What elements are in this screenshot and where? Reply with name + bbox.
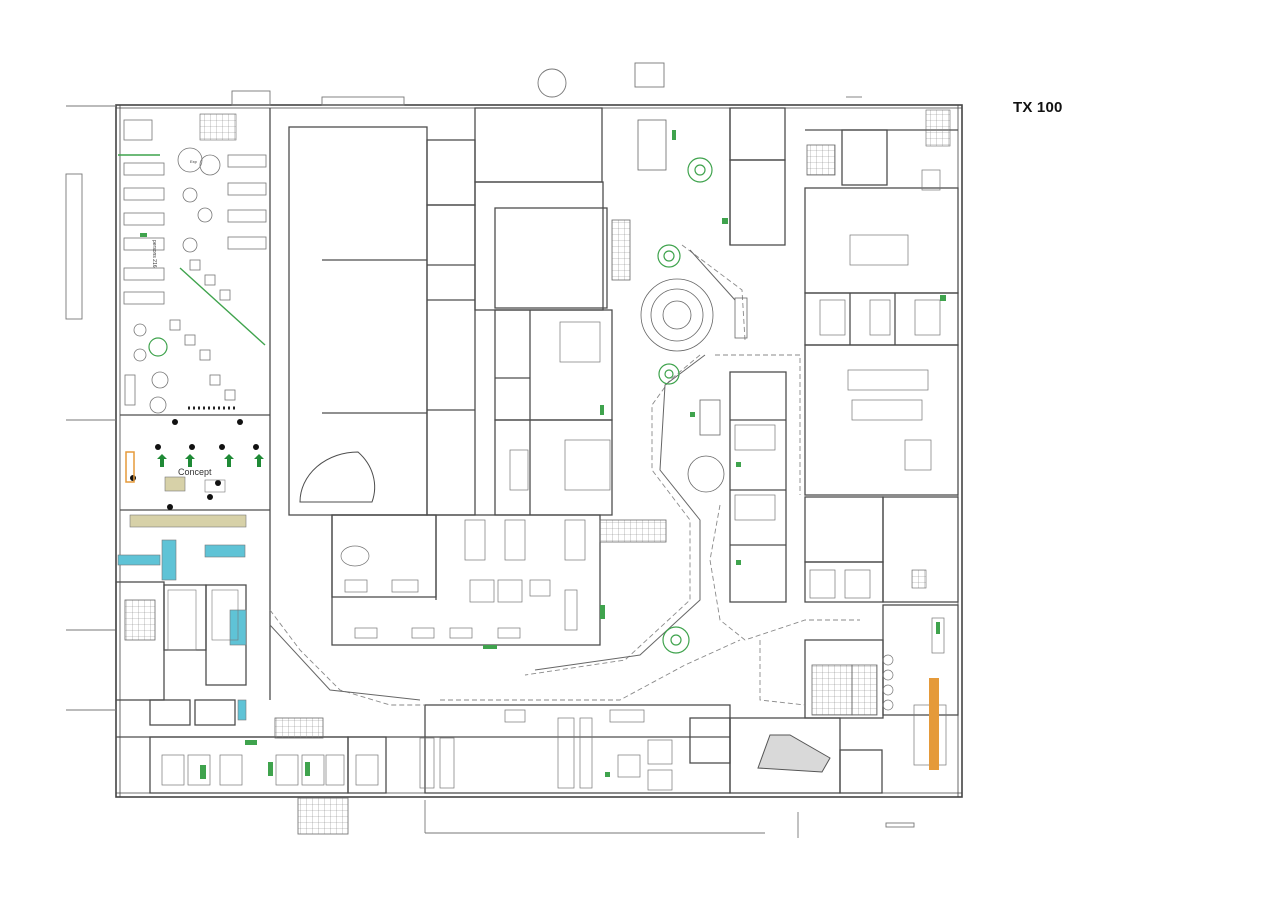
workstations-bottom-left	[161, 754, 379, 786]
green-arrow-icon	[157, 454, 264, 467]
cafeteria-tables	[123, 119, 267, 414]
planter-row	[118, 154, 266, 410]
plant-icon	[140, 130, 946, 779]
sheet-title: TX 100	[1013, 99, 1063, 116]
corridor-outlines	[269, 249, 736, 701]
persons-label: persons 216	[151, 240, 157, 268]
tree-icon	[148, 157, 713, 654]
stairs	[124, 144, 878, 739]
hatched-zones	[199, 109, 951, 589]
exp-tag: Exp	[190, 159, 198, 164]
concept-label: Concept	[178, 467, 212, 477]
workstations-center	[340, 321, 673, 791]
conference-table	[757, 734, 831, 773]
service-counters	[117, 514, 247, 721]
amphitheatre	[637, 119, 748, 493]
exterior-elements	[65, 62, 915, 838]
workstations-right	[734, 169, 947, 766]
orange-counter	[929, 678, 939, 770]
interior-walls	[115, 107, 959, 794]
concept-area	[125, 419, 264, 510]
